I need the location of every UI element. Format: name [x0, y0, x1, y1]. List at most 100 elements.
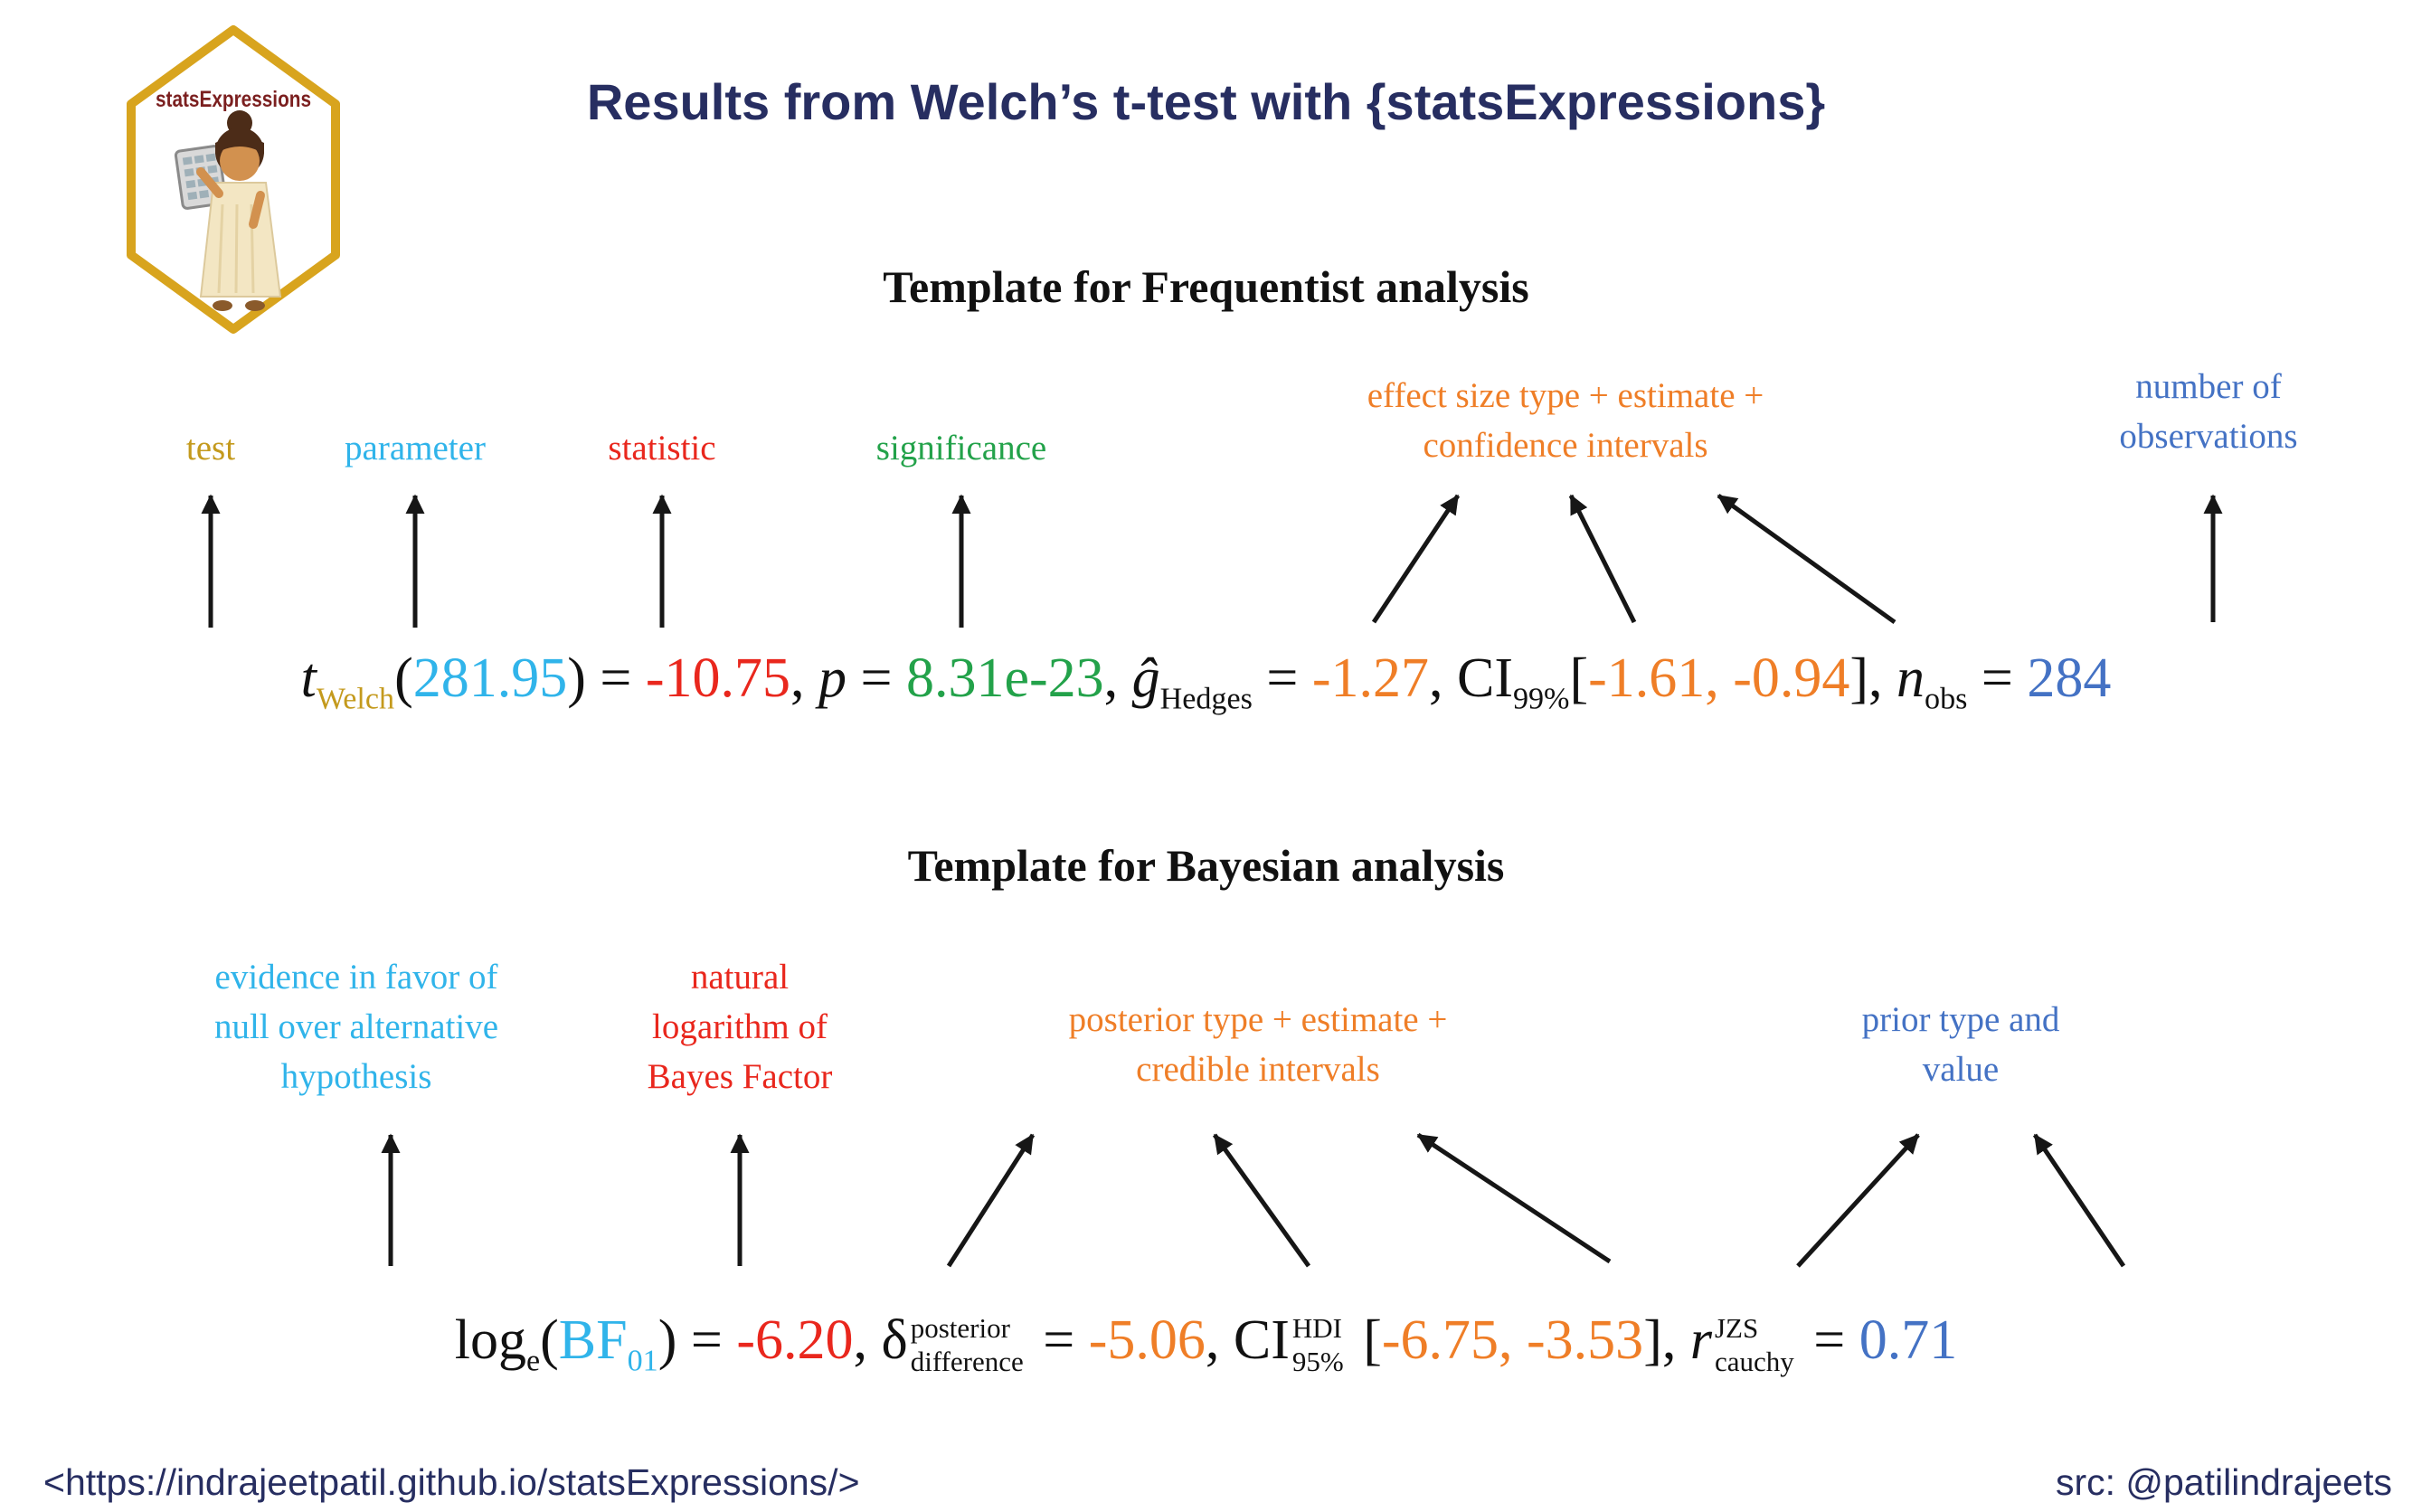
ci-symbol: CI [1456, 647, 1513, 709]
g-subscript-hedges: Hedges [1159, 682, 1253, 716]
ci-values: -1.61, -0.94 [1588, 647, 1850, 709]
label-effect-size-line2: confidence intervals [1423, 426, 1708, 465]
bayesian-heading: Template for Bayesian analysis [907, 840, 1505, 891]
parameter-value: 281.95 [412, 647, 568, 709]
frequentist-formula: tWelch(281.95) = -10.75, p = 8.31e-23, ĝ… [0, 647, 2412, 714]
equals-1: = [847, 647, 906, 709]
label-parameter-line1: parameter [345, 429, 486, 468]
arrow-prior-a [1796, 1133, 1920, 1268]
comma-1: , [790, 647, 818, 709]
paren-open: ( [394, 647, 413, 709]
statsexpressions-logo: statsExpressions [127, 25, 340, 334]
label-posterior-line1: posterior type + estimate + [1068, 1000, 1448, 1039]
logo-title: statsExpressions [156, 87, 311, 112]
p-symbol: p [818, 647, 847, 709]
effect-size-value: -1.27 [1311, 647, 1429, 709]
paren-close-equals: ) = [657, 1309, 737, 1371]
ci-symbol: CI [1233, 1309, 1290, 1371]
label-significance-line1: significance [875, 429, 1047, 468]
bracket-close: ], [1643, 1309, 1690, 1371]
t-subscript-welch: Welch [316, 682, 395, 716]
mascot-head [220, 141, 260, 181]
label-evidence-line1: evidence in favor of [214, 958, 498, 997]
prior-value: 0.71 [1859, 1309, 1958, 1371]
arrow-posterior-a [946, 1133, 1036, 1268]
label-evidence-line2: null over alternative [213, 1007, 499, 1046]
label-evidence: evidence in favor of null over alternati… [214, 952, 498, 1101]
logo-mascot [174, 110, 282, 311]
bracket-open: [ [1348, 1309, 1382, 1371]
label-statistic-line1: statistic [608, 429, 716, 468]
label-effect-size: effect size type + estimate + confidence… [1367, 371, 1764, 470]
label-significance: significance [876, 423, 1046, 473]
statistic-value: -10.75 [645, 647, 790, 709]
log-symbol: log [454, 1309, 526, 1371]
comma-2: , [1205, 1309, 1234, 1371]
footer-url: <https://indrajeetpatil.github.io/statsE… [43, 1461, 860, 1503]
label-posterior: posterior type + estimate + credible int… [1069, 995, 1448, 1094]
arrow-prior-b [2032, 1133, 2126, 1268]
label-nobs: number of observations [2119, 362, 2297, 461]
label-log-bayes-factor-line1: natural [690, 958, 790, 997]
nobs-value: 284 [2027, 647, 2112, 709]
equals-2: = [1799, 1309, 1859, 1371]
equals-2: = [1252, 647, 1312, 709]
significance-value: 8.31e-23 [905, 647, 1104, 709]
label-nobs-line1: number of [2135, 367, 2282, 406]
g-hat-symbol: ĝ [1131, 647, 1160, 709]
paren-open: ( [540, 1309, 559, 1371]
n-symbol: n [1896, 647, 1925, 709]
label-log-bayes-factor-line3: Bayes Factor [647, 1057, 833, 1096]
log-subscript-e: e [526, 1344, 541, 1378]
delta-superscript-posterior: posterior [910, 1312, 1010, 1345]
label-statistic: statistic [608, 423, 715, 473]
arrow-posterior-c [1416, 1132, 1612, 1264]
label-effect-size-line1: effect size type + estimate + [1367, 376, 1764, 415]
label-test: test [186, 423, 235, 473]
comma-2: , [1103, 647, 1132, 709]
arrow-effect-a [1371, 494, 1461, 624]
label-prior-line1: prior type and [1861, 1000, 2060, 1039]
comma-1: , [853, 1309, 882, 1371]
bf-subscript-01: 01 [627, 1344, 658, 1378]
label-prior-line2: value [1922, 1050, 2000, 1089]
arrow-posterior-b [1212, 1133, 1311, 1268]
equals-3: = [1967, 647, 2028, 709]
label-parameter: parameter [345, 423, 486, 473]
arrow-effect-b [1568, 494, 1637, 624]
delta-symbol: δ [881, 1309, 908, 1371]
label-prior: prior type and value [1862, 995, 2060, 1094]
t-symbol: t [300, 647, 317, 709]
r-superscript-jzs: JZS [1714, 1312, 1759, 1345]
bracket-close: ], [1849, 647, 1897, 709]
frequentist-heading: Template for Frequentist analysis [883, 261, 1529, 312]
delta-subscript-difference: difference [910, 1345, 1024, 1377]
posterior-value: -5.06 [1088, 1309, 1206, 1371]
r-subscript-cauchy: cauchy [1714, 1345, 1794, 1377]
label-nobs-line2: observations [2119, 417, 2298, 456]
comma-3: , [1428, 647, 1457, 709]
bracket-open: [ [1569, 647, 1589, 709]
paren-close-equals: ) = [567, 647, 646, 709]
ci-values: -6.75, -3.53 [1381, 1309, 1644, 1371]
equals-1: = [1028, 1309, 1089, 1371]
ci-subscript-99: 99% [1512, 682, 1570, 716]
label-log-bayes-factor-line2: logarithm of [652, 1007, 828, 1046]
arrow-effect-c [1717, 493, 1896, 625]
label-test-line1: test [185, 429, 236, 468]
ci-superscript-hdi: HDI [1291, 1312, 1343, 1345]
footer-credit: src: @patilindrajeets [2055, 1461, 2392, 1503]
n-subscript-obs: obs [1925, 682, 1968, 716]
label-log-bayes-factor: natural logarithm of Bayes Factor [648, 952, 833, 1101]
page-title: Results from Welch’s t-test with {statsE… [586, 73, 1826, 130]
log-bf-value: -6.20 [736, 1309, 854, 1371]
label-evidence-line3: hypothesis [280, 1057, 432, 1096]
ci-subscript-95: 95% [1291, 1345, 1344, 1377]
r-symbol: r [1689, 1309, 1712, 1371]
